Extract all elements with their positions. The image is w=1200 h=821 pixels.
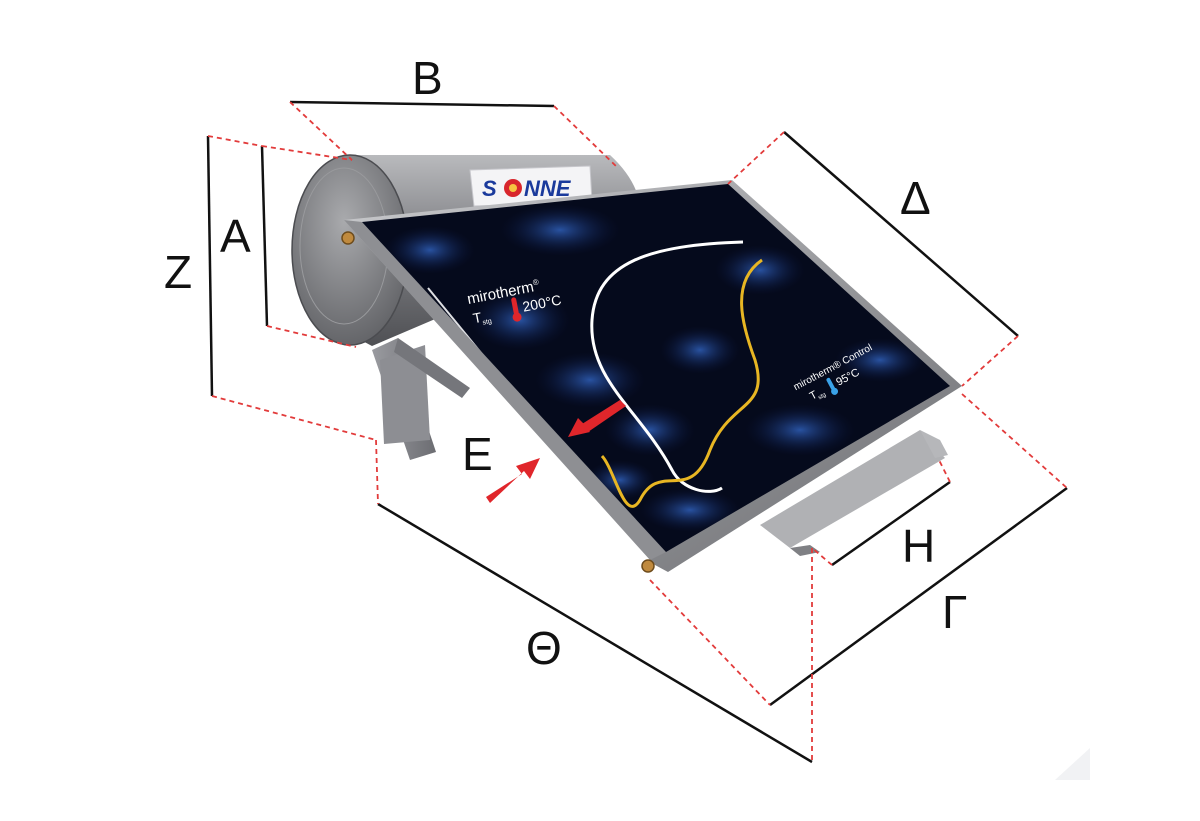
brand-label: S NNE bbox=[469, 165, 593, 207]
label-E: Ε bbox=[462, 428, 493, 480]
dimension-labels: B A Z Δ Ε H Γ Θ bbox=[164, 52, 967, 674]
label-Z: Z bbox=[164, 246, 192, 298]
dim-line-A bbox=[260, 145, 269, 327]
dim-line-B bbox=[289, 100, 555, 108]
brand-text-post: NNE bbox=[524, 176, 572, 201]
logo1-temp-value: 200°C bbox=[521, 291, 562, 314]
dim-line-Gamma bbox=[769, 486, 1068, 707]
logo1-temp-sub: stg bbox=[482, 318, 493, 327]
yellow-performance-curve bbox=[600, 258, 763, 508]
thermometer-red-icon bbox=[511, 297, 519, 316]
arrow-upper-icon bbox=[568, 400, 620, 437]
dimension-lines bbox=[206, 100, 1068, 764]
thickness-arrows bbox=[486, 400, 626, 503]
thermometer-blue-icon bbox=[826, 377, 836, 391]
label-Gamma: Γ bbox=[942, 586, 967, 638]
logo2-temp-sub: stg bbox=[817, 392, 827, 401]
svg-text:200°C: 200°C bbox=[521, 291, 562, 314]
label-A: A bbox=[220, 210, 251, 262]
dim-line-Theta bbox=[377, 502, 813, 764]
dim-line-Z bbox=[206, 135, 214, 397]
collector-panel: mirotherm® Tstg 200°C mirotherm® Control… bbox=[341, 180, 962, 573]
bottom-fitting-icon bbox=[641, 559, 655, 573]
label-H: H bbox=[902, 520, 935, 572]
dim-line-H bbox=[831, 480, 951, 567]
label-B: B bbox=[412, 52, 443, 104]
projection-lines bbox=[207, 101, 1068, 762]
label-Theta: Θ bbox=[526, 622, 562, 674]
logo1-reg: ® bbox=[532, 277, 540, 287]
svg-text:Tstg: Tstg bbox=[472, 307, 493, 328]
logo1-temp-prefix: T bbox=[472, 309, 484, 326]
svg-text:S: S bbox=[482, 176, 497, 201]
label-Delta: Δ bbox=[900, 172, 931, 224]
white-performance-curve bbox=[590, 240, 744, 493]
svg-text:Tstg: Tstg bbox=[808, 385, 828, 404]
top-fitting-icon bbox=[341, 231, 355, 245]
logo2-temp-prefix: T bbox=[808, 389, 820, 403]
arrow-lower-icon bbox=[486, 458, 540, 503]
svg-text:NNE: NNE bbox=[524, 176, 572, 201]
dim-line-Delta bbox=[783, 131, 1019, 337]
brand-text-pre: S bbox=[482, 176, 497, 201]
stand bbox=[372, 338, 470, 460]
